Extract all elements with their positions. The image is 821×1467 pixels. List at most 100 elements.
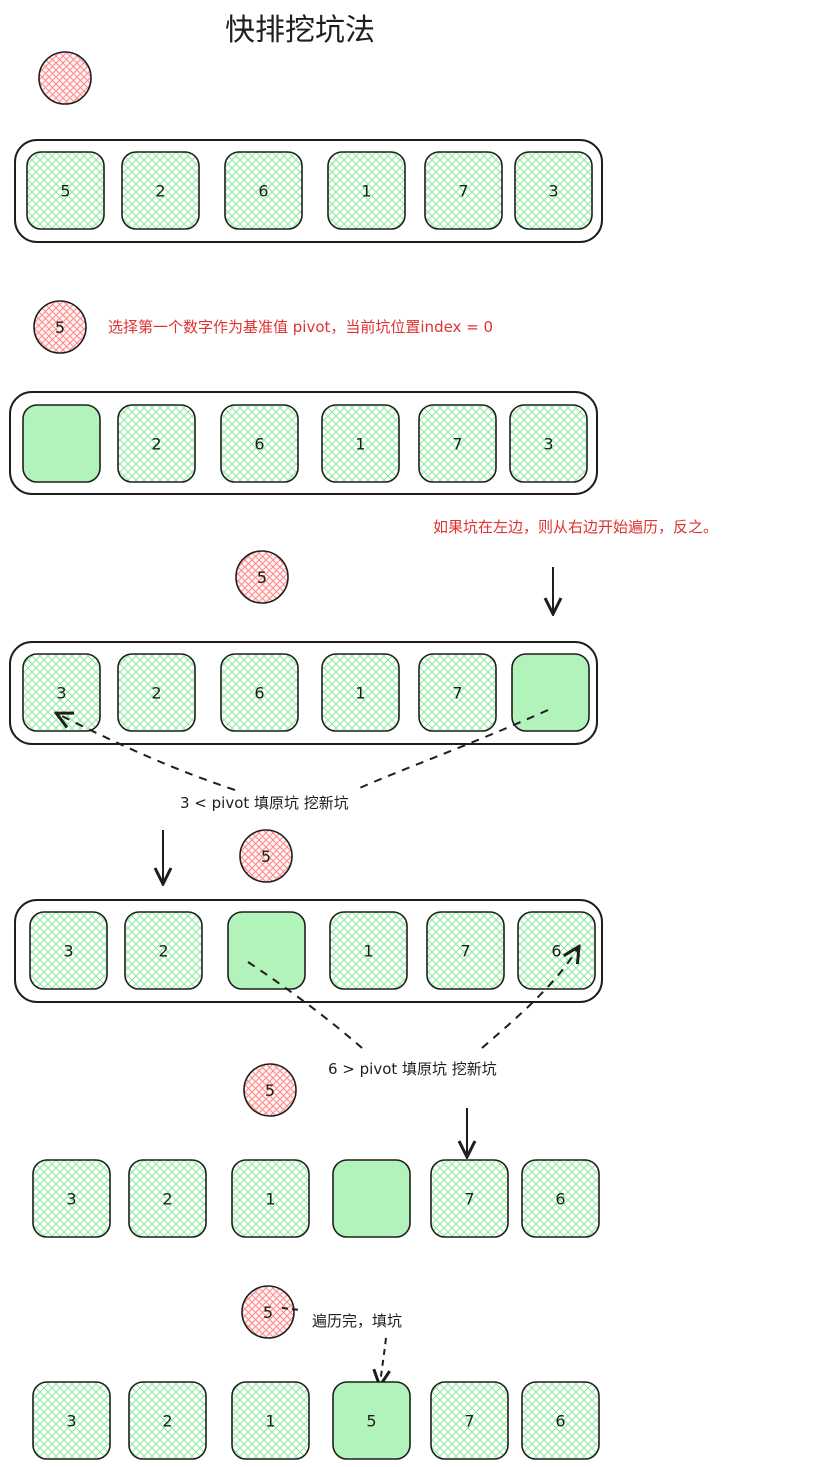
row-final: 3 2 1 5 7 6 — [32, 1381, 600, 1460]
note-step1: 选择第一个数字作为基准值 pivot，当前坑位置index = 0 — [108, 318, 493, 336]
array-cell: 6 — [517, 911, 596, 990]
array-cell: 1 — [321, 653, 400, 732]
cell-value: 3 — [63, 942, 73, 961]
row-pivot-taken: 2 6 1 7 3 — [22, 404, 588, 483]
cell-value: 7 — [464, 1412, 474, 1431]
array-cell: 3 — [514, 151, 593, 230]
array-cell: 2 — [117, 653, 196, 732]
array-cell: 2 — [124, 911, 203, 990]
array-cell: 3 — [509, 404, 588, 483]
array-cell-hole — [227, 911, 306, 990]
array-cell: 2 — [128, 1159, 207, 1238]
array-cell: 2 — [121, 151, 200, 230]
array-cell: 2 — [128, 1381, 207, 1460]
cell-value: 3 — [543, 435, 553, 454]
array-cell: 1 — [329, 911, 408, 990]
row-fill-6: 3 2 1 7 6 — [29, 911, 596, 990]
diagram-title: 快排挖坑法 — [225, 13, 375, 48]
cell-value: 7 — [452, 684, 462, 703]
array-tray — [9, 641, 598, 745]
array-tray — [14, 139, 603, 243]
pivot-circle: 5 — [241, 1285, 295, 1339]
cell-value: 7 — [452, 435, 462, 454]
pivot-value: 5 — [263, 1303, 273, 1322]
cell-value: 1 — [355, 684, 365, 703]
cell-value: 3 — [66, 1190, 76, 1209]
array-cell-hole — [22, 404, 101, 483]
pivot-circle: 5 — [33, 300, 87, 354]
cell-value: 1 — [265, 1412, 275, 1431]
cell-value: 2 — [162, 1412, 172, 1431]
array-cell: 1 — [231, 1381, 310, 1460]
array-cell: 3 — [29, 911, 108, 990]
pivot-circle-empty — [38, 51, 92, 105]
cell-value: 3 — [66, 1412, 76, 1431]
cell-value: 3 — [56, 684, 66, 703]
dashed-arrow — [354, 709, 549, 791]
pivot-value: 5 — [265, 1081, 275, 1100]
array-tray — [9, 391, 598, 495]
cell-value: 7 — [458, 182, 468, 201]
cell-value: 6 — [551, 942, 561, 961]
array-cell: 6 — [521, 1159, 600, 1238]
cell-value: 1 — [265, 1190, 275, 1209]
cell-value: 6 — [555, 1412, 565, 1431]
note-finish: 遍历完，填坑 — [312, 1312, 402, 1330]
array-cell: 2 — [117, 404, 196, 483]
array-cell: 3 — [32, 1159, 111, 1238]
pivot-circle: 5 — [243, 1063, 297, 1117]
cell-value: 6 — [555, 1190, 565, 1209]
array-cell: 5 — [26, 151, 105, 230]
array-cell-hole: 5 — [332, 1381, 411, 1460]
cell-value: 5 — [60, 182, 70, 201]
cell-value: 6 — [258, 182, 268, 201]
pivot-circle: 5 — [235, 550, 289, 604]
cell-value: 1 — [355, 435, 365, 454]
row-fill-3: 3 2 6 1 7 — [22, 653, 590, 732]
cell-value: 3 — [548, 182, 558, 201]
array-cell: 3 — [32, 1381, 111, 1460]
cell-value: 1 — [363, 942, 373, 961]
pivot-value: 5 — [257, 568, 267, 587]
note-swap-right: 6 > pivot 填原坑 挖新坑 — [328, 1060, 497, 1078]
cell-value: 6 — [254, 684, 264, 703]
dashed-arrow — [247, 961, 363, 1049]
pivot-value: 5 — [55, 318, 65, 337]
row-initial: 5 2 6 1 7 3 — [26, 151, 593, 230]
array-cell: 3 — [22, 653, 101, 732]
cell-value: 1 — [361, 182, 371, 201]
row-before-last: 3 2 1 7 6 — [32, 1159, 600, 1238]
array-cell-hole — [511, 653, 590, 732]
array-cell: 1 — [231, 1159, 310, 1238]
array-cell: 7 — [424, 151, 503, 230]
array-cell: 7 — [418, 404, 497, 483]
array-cell: 7 — [426, 911, 505, 990]
pivot-circle: 5 — [239, 829, 293, 883]
cell-value: 7 — [460, 942, 470, 961]
array-cell: 6 — [521, 1381, 600, 1460]
cell-value: 2 — [155, 182, 165, 201]
dashed-connector — [281, 1307, 301, 1311]
cell-value: 7 — [464, 1190, 474, 1209]
cell-value: 2 — [158, 942, 168, 961]
dashed-arrow — [481, 948, 578, 1049]
note-swap-left: 3 < pivot 填原坑 挖新坑 — [180, 794, 349, 812]
pivot-value: 5 — [261, 847, 271, 866]
note-rule: 如果坑在左边，则从右边开始遍历，反之。 — [433, 518, 718, 536]
array-cell: 7 — [430, 1381, 509, 1460]
array-cell: 6 — [220, 404, 299, 483]
dashed-arrow — [58, 714, 236, 791]
array-cell: 6 — [224, 151, 303, 230]
cell-value: 5 — [366, 1412, 376, 1431]
array-cell: 1 — [327, 151, 406, 230]
array-cell: 7 — [430, 1159, 509, 1238]
array-cell-hole — [332, 1159, 411, 1238]
array-cell: 6 — [220, 653, 299, 732]
array-tray — [14, 899, 603, 1003]
dashed-arrow — [380, 1337, 386, 1384]
cell-value: 2 — [151, 435, 161, 454]
array-cell: 1 — [321, 404, 400, 483]
cell-value: 6 — [254, 435, 264, 454]
cell-value: 2 — [162, 1190, 172, 1209]
